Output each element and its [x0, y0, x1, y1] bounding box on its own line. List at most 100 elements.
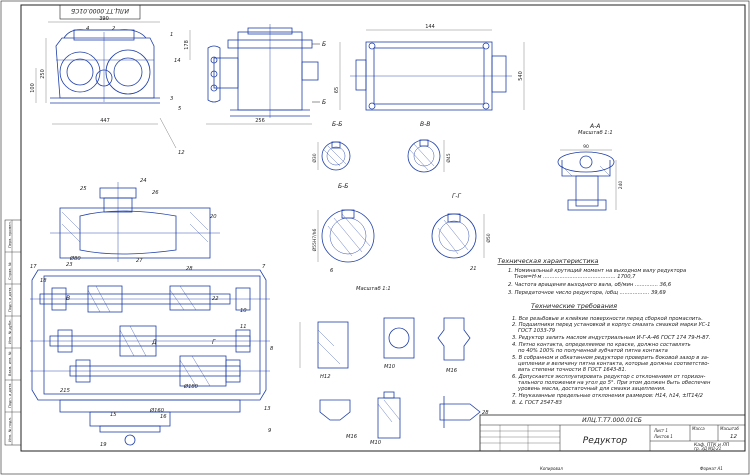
tech-req-line: 3. Редуктор залить маслом индустриальным…: [512, 335, 710, 341]
tech-req-line: 7. Неуказанные предельные отклонения раз…: [512, 393, 703, 399]
dim-100: 100: [30, 83, 36, 93]
pos-9: 9: [268, 428, 271, 434]
section-bb-small: Б-Б Ø30: [311, 121, 351, 171]
pos-4: 4: [86, 26, 89, 32]
code-box: [59, 4, 141, 20]
dim-256: 256: [255, 118, 265, 124]
view-aa: А-А Масштаб 1:1 240 90: [557, 123, 624, 211]
tech-req-line: тального положения на угол до 5°. При эт…: [518, 380, 711, 386]
sheet-label: Лист 1: [653, 428, 668, 433]
view-aa-label: А-А: [589, 123, 600, 130]
tech-char-heading: Техническая характеристика: [497, 257, 598, 265]
tech-req-line: вать степени точности 8 ГОСТ 1643-81.: [518, 367, 626, 373]
tech-characteristics: Техническая характеристика 1. Номинальны…: [497, 257, 686, 296]
view-v-label: В: [66, 295, 70, 302]
pos-17: 17: [30, 264, 37, 270]
side-view: 256 178 Б Б: [184, 24, 326, 125]
tech-char-line: Тном=Н⋅м ...............................…: [514, 274, 636, 280]
scale-note: Масштаб 1:1: [356, 286, 391, 292]
pos-19: 19: [100, 442, 107, 448]
pos-5: 5: [178, 106, 182, 112]
pos-2: 2: [112, 26, 115, 32]
pos-7: 7: [262, 264, 266, 270]
stamp-label: Взам. инв. №: [8, 351, 12, 376]
pos-3: 3: [170, 96, 173, 102]
pos-11: 11: [240, 324, 247, 330]
pos-20: 20: [210, 214, 217, 220]
section-bb-label-2: Б-Б: [338, 183, 348, 190]
tech-req-line: 1. Все резьбовые и клейкие поверхности п…: [512, 316, 703, 322]
section-vv-small: В-В Ø45: [407, 121, 452, 173]
plan-section-view: В Г Д 7 8 9 10 11 13 15 16 17 18 19 20 2…: [30, 178, 274, 448]
section-bb-large: Б-Б Ø55H7/h6 6 Масштаб 1:1: [311, 183, 391, 292]
title-name: Редуктор: [583, 436, 628, 446]
pos-22: 22: [212, 296, 219, 302]
dim-540: 540: [518, 71, 524, 81]
tech-req-line: ГОСТ 1033-79: [518, 328, 555, 334]
pos-8: 8: [270, 346, 274, 352]
view-aa-scale: Масштаб 1:1: [578, 130, 613, 136]
pos-27: 27: [136, 258, 143, 264]
pos-21: 21: [470, 266, 477, 272]
stamp-label: Инв. № дубл.: [8, 319, 12, 344]
tech-req-line: уровень масла, достаточный для смазки за…: [517, 386, 666, 392]
title-drawing-code: ИЛЦ.Т.Т7.000.01СБ: [582, 417, 642, 424]
tech-req-line: 5. В собранном и обкатанном редукторе пр…: [512, 355, 709, 361]
tech-req-line: по 40% 100% по полученной зубчатой пятна…: [518, 348, 668, 354]
pos-18: 18: [40, 278, 47, 284]
dim-144: 144: [425, 24, 435, 30]
dim-m10: M10: [384, 364, 396, 370]
view-g-label: Г: [212, 339, 216, 346]
dim-d45: Ø45: [445, 153, 452, 162]
view-d-label: Д: [151, 339, 157, 346]
section-gg-label: Г-Г: [452, 193, 462, 200]
stamp-label: Подп. и дата: [8, 384, 12, 408]
dim-250: 250: [40, 69, 46, 79]
tech-req-line: 4. Пятно контакта, определяемое по краск…: [512, 342, 691, 348]
stamp-label: Справ. №: [8, 262, 12, 280]
view-b-label: Б: [322, 41, 326, 48]
pos-10: 10: [240, 308, 247, 314]
copied-note: Копировал: [540, 466, 563, 471]
rotated-drawing-code: ИЛЦ.ТТ.0000.01СБ: [71, 7, 129, 14]
tech-req-line: 2. Подшипники перед установкой в корпус …: [512, 322, 710, 328]
pos-14: 14: [174, 58, 181, 64]
pos-25: 25: [80, 186, 87, 192]
group: гр. ЗД МД-21: [694, 446, 721, 451]
side-stamp: Перв. примен. Справ. № Подп. и дата Инв.…: [4, 219, 22, 446]
pos-12: 12: [178, 150, 185, 156]
tech-req-line: 8. ∠ ГОСТ 2547-83: [512, 400, 562, 406]
pos-28: 28: [186, 266, 193, 272]
dim-d80: Ø80: [69, 255, 81, 262]
pos-16: 16: [160, 414, 167, 420]
top-view: 144 540 65: [334, 24, 525, 111]
tech-requirements: Технические требования 1. Все резьбовые …: [512, 302, 711, 406]
front-view: 390 250 447 100 12 1 2 4 3 5 14: [30, 16, 185, 156]
mass-value: 12: [730, 434, 737, 440]
stamp-label: Подп. и дата: [8, 288, 12, 312]
dim-65: 65: [334, 87, 340, 93]
dim-240: 240: [618, 181, 624, 190]
pos-26: 26: [152, 190, 159, 196]
dim-d160: Ø160: [149, 407, 165, 414]
dim-d50: Ø50: [485, 233, 492, 242]
tech-char-line: 3. Передаточное число редуктора, iобщ ..…: [508, 290, 666, 296]
pos-6: 6: [330, 268, 334, 274]
stamp-label: Перв. примен.: [8, 221, 12, 248]
scale-label: Масштаб: [720, 426, 740, 431]
dim-447: 447: [100, 118, 110, 124]
pos-28-b: 28: [482, 410, 489, 416]
pos-13: 13: [264, 406, 271, 412]
dim-d180: Ø180: [183, 383, 199, 390]
dim-90: 90: [583, 144, 589, 150]
stamp-label: Инв. № подл.: [8, 417, 12, 442]
pos-1: 1: [170, 32, 173, 38]
tech-req-heading: Технические требования: [531, 302, 617, 310]
tech-char-line: 2. Частота вращения выходного вала, об/м…: [508, 282, 672, 288]
section-bb-label: Б-Б: [332, 121, 342, 128]
dim-d30: Ø30: [311, 153, 318, 162]
mass-label: Масса: [692, 426, 705, 431]
tech-req-line: 6. Допускается эксплуатировать редуктор …: [512, 374, 705, 380]
